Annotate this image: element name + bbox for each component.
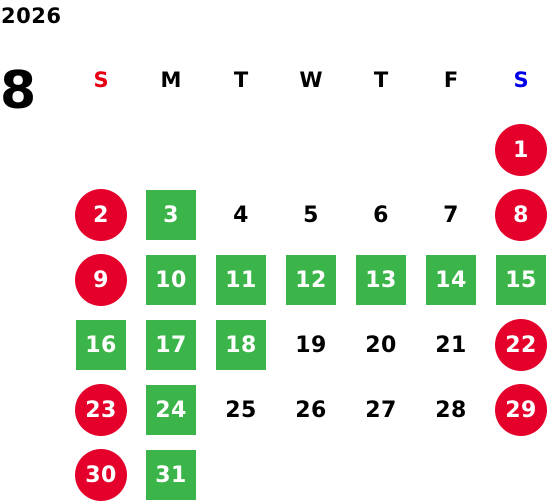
- day-cell-holiday: 30: [75, 449, 127, 501]
- year-label: 2026: [1, 4, 62, 28]
- day-cell-event: 31: [146, 450, 196, 500]
- day-cell-event: 15: [496, 255, 546, 305]
- day-cell-event: 12: [286, 255, 336, 305]
- day-cell: 4: [233, 202, 249, 228]
- weekday-header: S: [93, 68, 109, 92]
- day-cell: 21: [435, 332, 467, 358]
- weekday-header: M: [160, 68, 182, 92]
- day-cell: 27: [365, 397, 397, 423]
- day-cell-holiday: 23: [75, 384, 127, 436]
- day-cell-event: 18: [216, 320, 266, 370]
- month-label: 8: [0, 61, 36, 121]
- weekday-header: F: [443, 68, 459, 92]
- day-cell-event: 24: [146, 385, 196, 435]
- day-cell-holiday: 2: [75, 189, 127, 241]
- day-cell-holiday: 29: [495, 384, 547, 436]
- weekday-header: W: [299, 68, 323, 92]
- day-cell: 26: [295, 397, 327, 423]
- day-cell-holiday: 22: [495, 319, 547, 371]
- day-cell-event: 13: [356, 255, 406, 305]
- day-cell-event: 16: [76, 320, 126, 370]
- day-cell: 6: [373, 202, 389, 228]
- day-cell: 28: [435, 397, 467, 423]
- day-cell-event: 10: [146, 255, 196, 305]
- day-cell: 20: [365, 332, 397, 358]
- day-cell-holiday: 1: [495, 124, 547, 176]
- weekday-header: S: [513, 68, 529, 92]
- weekday-header: T: [233, 68, 249, 92]
- day-cell: 5: [303, 202, 319, 228]
- day-cell: 25: [225, 397, 257, 423]
- weekday-header: T: [373, 68, 389, 92]
- day-cell-event: 17: [146, 320, 196, 370]
- day-cell-event: 3: [146, 190, 196, 240]
- day-cell: 19: [295, 332, 327, 358]
- day-cell-holiday: 9: [75, 254, 127, 306]
- day-cell-event: 11: [216, 255, 266, 305]
- day-cell-event: 14: [426, 255, 476, 305]
- day-cell-holiday: 8: [495, 189, 547, 241]
- day-cell: 7: [443, 202, 459, 228]
